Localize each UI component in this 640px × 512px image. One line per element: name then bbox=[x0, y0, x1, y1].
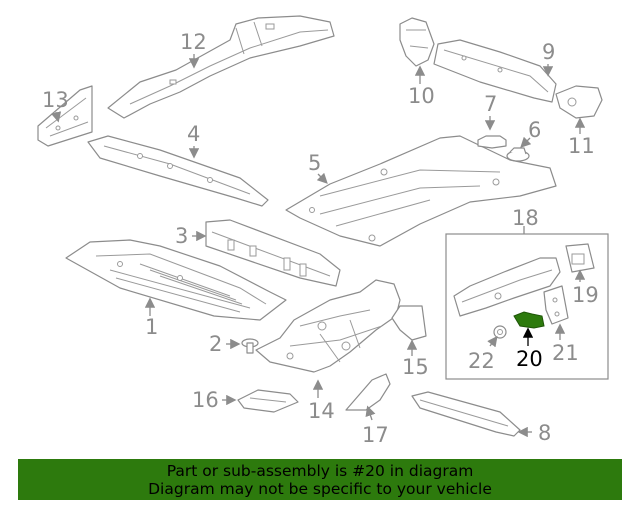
part-19-bracket bbox=[565, 243, 595, 273]
footer-banner: Part or sub-assembly is #20 in diagram D… bbox=[18, 459, 622, 500]
callout-15: 15 bbox=[402, 355, 429, 379]
part-7-bracket bbox=[477, 135, 507, 149]
part-21-plate bbox=[543, 285, 569, 325]
part-11-bracket bbox=[555, 85, 603, 119]
part-14-rail-assembly bbox=[255, 279, 401, 373]
callout-2: 2 bbox=[209, 332, 222, 356]
part-6-plug bbox=[506, 147, 530, 162]
callout-18: 18 bbox=[512, 206, 539, 230]
callout-3: 3 bbox=[175, 224, 188, 248]
callout-1: 1 bbox=[145, 315, 158, 339]
callout-21: 21 bbox=[552, 341, 579, 365]
callout-leaders bbox=[51, 54, 586, 438]
part-22-nut bbox=[493, 325, 507, 339]
callout-13: 13 bbox=[42, 88, 69, 112]
footer-line-2: Diagram may not be specific to your vehi… bbox=[148, 480, 492, 498]
callout-22: 22 bbox=[468, 349, 495, 373]
part-3-reinforcement bbox=[205, 219, 341, 287]
callout-11: 11 bbox=[568, 134, 595, 158]
part-15-bracket bbox=[391, 305, 427, 341]
part-13-bracket bbox=[37, 85, 93, 147]
callout-7: 7 bbox=[484, 92, 497, 116]
callout-4: 4 bbox=[187, 122, 200, 146]
callout-16: 16 bbox=[192, 388, 219, 412]
part-10-bracket bbox=[399, 17, 435, 67]
callout-19: 19 bbox=[572, 283, 599, 307]
part-17-shield bbox=[345, 373, 391, 411]
part-12-rail bbox=[107, 15, 335, 119]
footer-line-1: Part or sub-assembly is #20 in diagram bbox=[166, 462, 474, 480]
part-5-rear-floor bbox=[285, 135, 557, 247]
part-4-crossmember bbox=[87, 135, 269, 207]
callout-9: 9 bbox=[542, 40, 555, 64]
callout-6: 6 bbox=[528, 118, 541, 142]
part-2-bolt bbox=[241, 338, 259, 354]
callout-12: 12 bbox=[180, 30, 207, 54]
callout-5: 5 bbox=[308, 151, 321, 175]
part-20-highlighted bbox=[513, 311, 545, 329]
callout-14: 14 bbox=[308, 399, 335, 423]
callout-10: 10 bbox=[408, 84, 435, 108]
part-8-rail bbox=[411, 391, 521, 437]
callout-17: 17 bbox=[362, 423, 389, 447]
part-9-crossmember bbox=[433, 39, 557, 103]
callout-8: 8 bbox=[538, 421, 551, 445]
part-16-bracket bbox=[237, 389, 299, 413]
part-18-subassembly bbox=[453, 257, 561, 317]
part-1-floor-pan bbox=[65, 239, 287, 321]
callout-20-highlighted: 20 bbox=[516, 347, 543, 371]
